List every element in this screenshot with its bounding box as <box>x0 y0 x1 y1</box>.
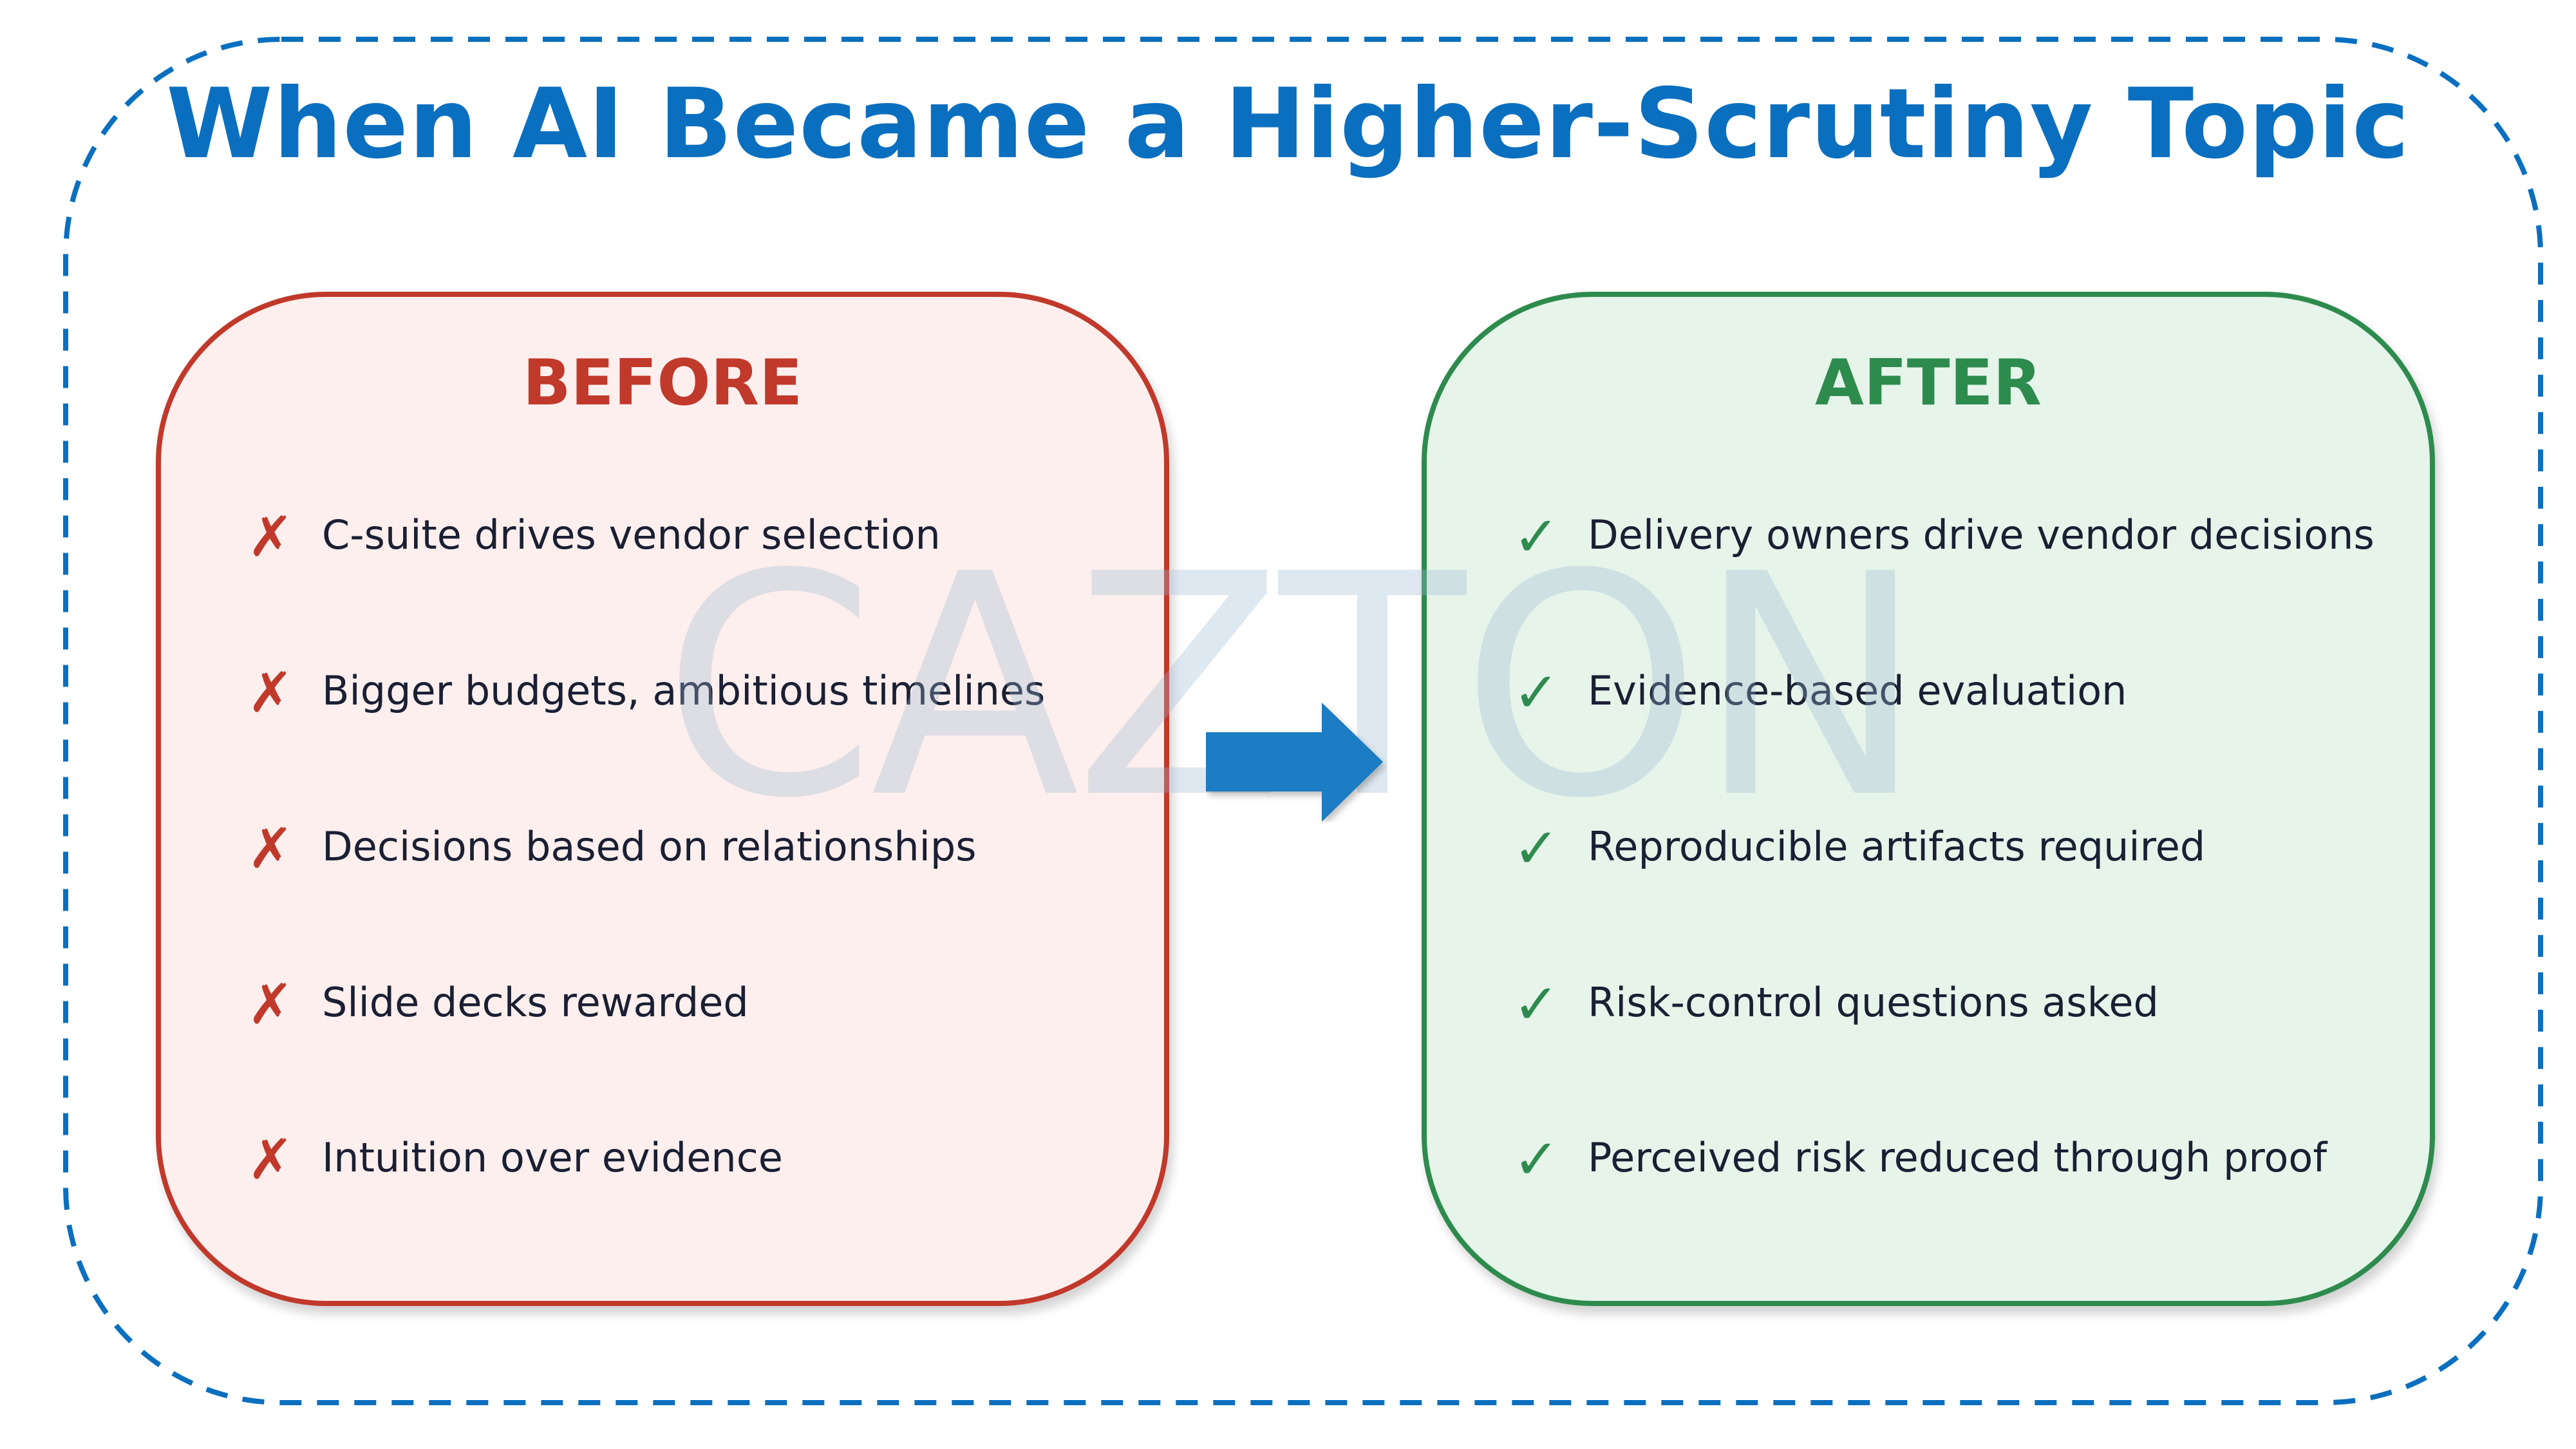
after-item-label: Perceived risk reduced through proof <box>1588 1134 2327 1181</box>
after-list-item: ✓ Delivery owners drive vendor decisions <box>1427 502 2430 579</box>
before-item-label: Decisions based on relationships <box>322 823 977 870</box>
cross-mark-icon: ✗ <box>247 817 294 881</box>
before-panel: BEFORE ✗ C-suite drives vendor selection… <box>156 292 1169 1306</box>
after-item-label: Evidence-based evaluation <box>1588 667 2127 714</box>
before-heading: BEFORE <box>522 346 803 420</box>
check-mark-icon: ✓ <box>1512 972 1560 1037</box>
after-item-label: Reproducible artifacts required <box>1588 823 2206 870</box>
before-item-label: Bigger budgets, ambitious timelines <box>322 667 1046 714</box>
after-item-label: Risk-control questions asked <box>1588 979 2159 1026</box>
check-mark-icon: ✓ <box>1512 1128 1560 1192</box>
after-list-item: ✓ Risk-control questions asked <box>1427 969 2430 1046</box>
cross-mark-icon: ✗ <box>247 1128 294 1192</box>
before-item-label: Slide decks rewarded <box>322 979 749 1026</box>
check-mark-icon: ✓ <box>1512 661 1560 725</box>
outer-dashed-frame <box>63 37 2543 1405</box>
after-list-item: ✓ Reproducible artifacts required <box>1427 813 2430 891</box>
page-title: When AI Became a Higher-Scrutiny Topic <box>166 68 2410 180</box>
right-arrow-icon <box>1206 703 1383 822</box>
before-item-label: C-suite drives vendor selection <box>322 511 941 558</box>
before-list-item: ✗ Decisions based on relationships <box>161 813 1164 891</box>
dashed-border <box>63 37 2543 1405</box>
before-list-item: ✗ Bigger budgets, ambitious timelines <box>161 658 1164 735</box>
cross-mark-icon: ✗ <box>247 505 294 569</box>
cross-mark-icon: ✗ <box>247 972 294 1037</box>
after-list-item: ✓ Perceived risk reduced through proof <box>1427 1124 2430 1202</box>
after-list-item: ✓ Evidence-based evaluation <box>1427 658 2430 735</box>
before-list-item: ✗ Intuition over evidence <box>161 1124 1164 1202</box>
cross-mark-icon: ✗ <box>247 661 294 725</box>
after-panel: AFTER ✓ Delivery owners drive vendor dec… <box>1422 292 2435 1306</box>
before-item-label: Intuition over evidence <box>322 1134 783 1181</box>
before-list-item: ✗ C-suite drives vendor selection <box>161 502 1164 579</box>
check-mark-icon: ✓ <box>1512 505 1560 569</box>
check-mark-icon: ✓ <box>1512 817 1560 881</box>
after-item-label: Delivery owners drive vendor decisions <box>1588 511 2374 558</box>
after-heading: AFTER <box>1814 346 2042 420</box>
before-list-item: ✗ Slide decks rewarded <box>161 969 1164 1046</box>
